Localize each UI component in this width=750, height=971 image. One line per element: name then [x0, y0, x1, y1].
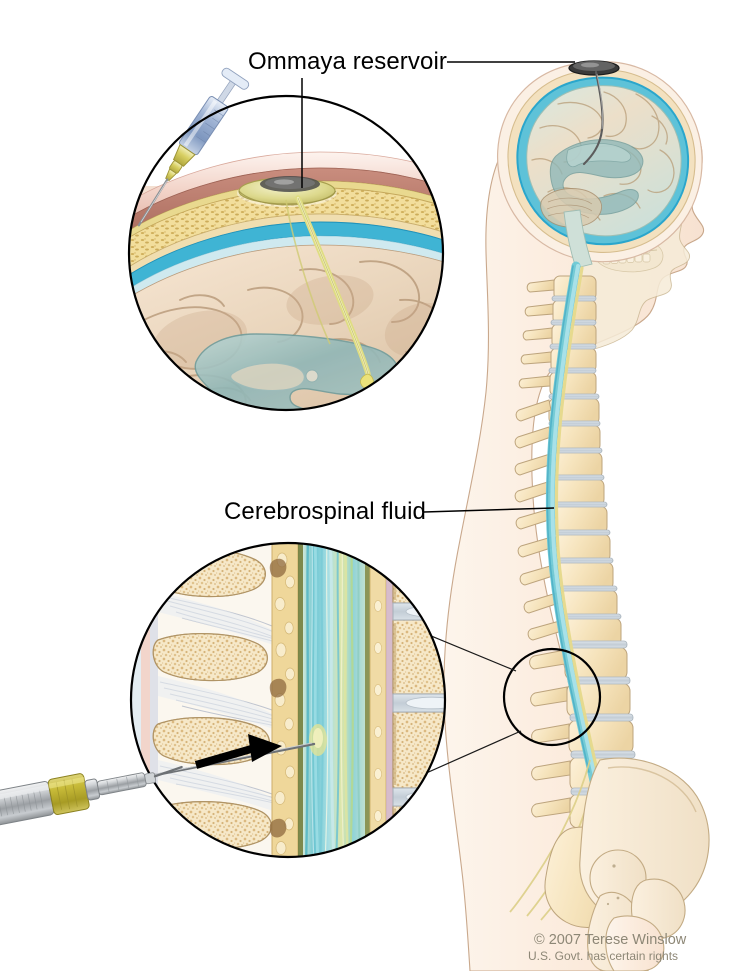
lp-dura-posterior	[298, 543, 303, 857]
iliac-crest-shade	[607, 766, 697, 813]
lp-dura-anterior	[365, 543, 370, 857]
ommaya-catheter-head-hl	[596, 73, 603, 130]
ommaya-reservoir-on-head	[568, 60, 620, 76]
spinal-cord-nerve	[554, 266, 598, 768]
lp-muscle-band	[150, 543, 158, 857]
corpus-callosum	[566, 143, 632, 168]
syringe-top	[137, 67, 250, 227]
leader-csf-to-spine	[423, 507, 555, 513]
arrow-right-icon	[194, 734, 282, 769]
label-ommaya-reservoir: Ommaya reservoir	[248, 48, 447, 75]
lp-fascia-band	[141, 543, 150, 857]
syringe-bottom	[0, 765, 183, 826]
body-figure	[443, 60, 710, 971]
copyright-line-1: © 2007 Terese Winslow	[534, 932, 687, 948]
lp-ligament-fill-a	[158, 592, 276, 646]
spine-magnifier-circle	[502, 647, 602, 747]
lp-posterior-longitudinal-lig	[386, 543, 393, 857]
bottom-inset-outline	[129, 541, 447, 859]
lp-skin-band	[131, 543, 141, 857]
ommaya-catheter-inner-line	[285, 199, 331, 345]
pelvis-marks	[606, 864, 620, 906]
label-cerebrospinal-fluid: Cerebrospinal fluid	[224, 498, 427, 525]
leader-lines	[301, 61, 575, 513]
ommaya-catheter-head	[582, 70, 604, 166]
lp-spinal-canal-csf	[303, 543, 365, 857]
brainstem	[563, 209, 593, 269]
bottom-inset	[129, 541, 447, 859]
spinal-cord-edge	[546, 265, 590, 773]
lp-ligament-fill-b	[158, 676, 276, 730]
copyright-line-2: U.S. Govt. has certain rights	[528, 949, 679, 963]
ventricle-foramen	[305, 369, 319, 383]
lp-ligament-fill-c	[158, 760, 276, 812]
ventricle-inner-horn	[230, 362, 305, 391]
obturator-foramen	[605, 915, 665, 971]
lp-epidural-veins	[269, 558, 287, 838]
lp-cauda-fibers	[304, 543, 361, 857]
top-inset-outline	[127, 94, 445, 412]
ommaya-catheter-inset-edge	[297, 197, 369, 375]
cerebellum	[540, 188, 603, 228]
